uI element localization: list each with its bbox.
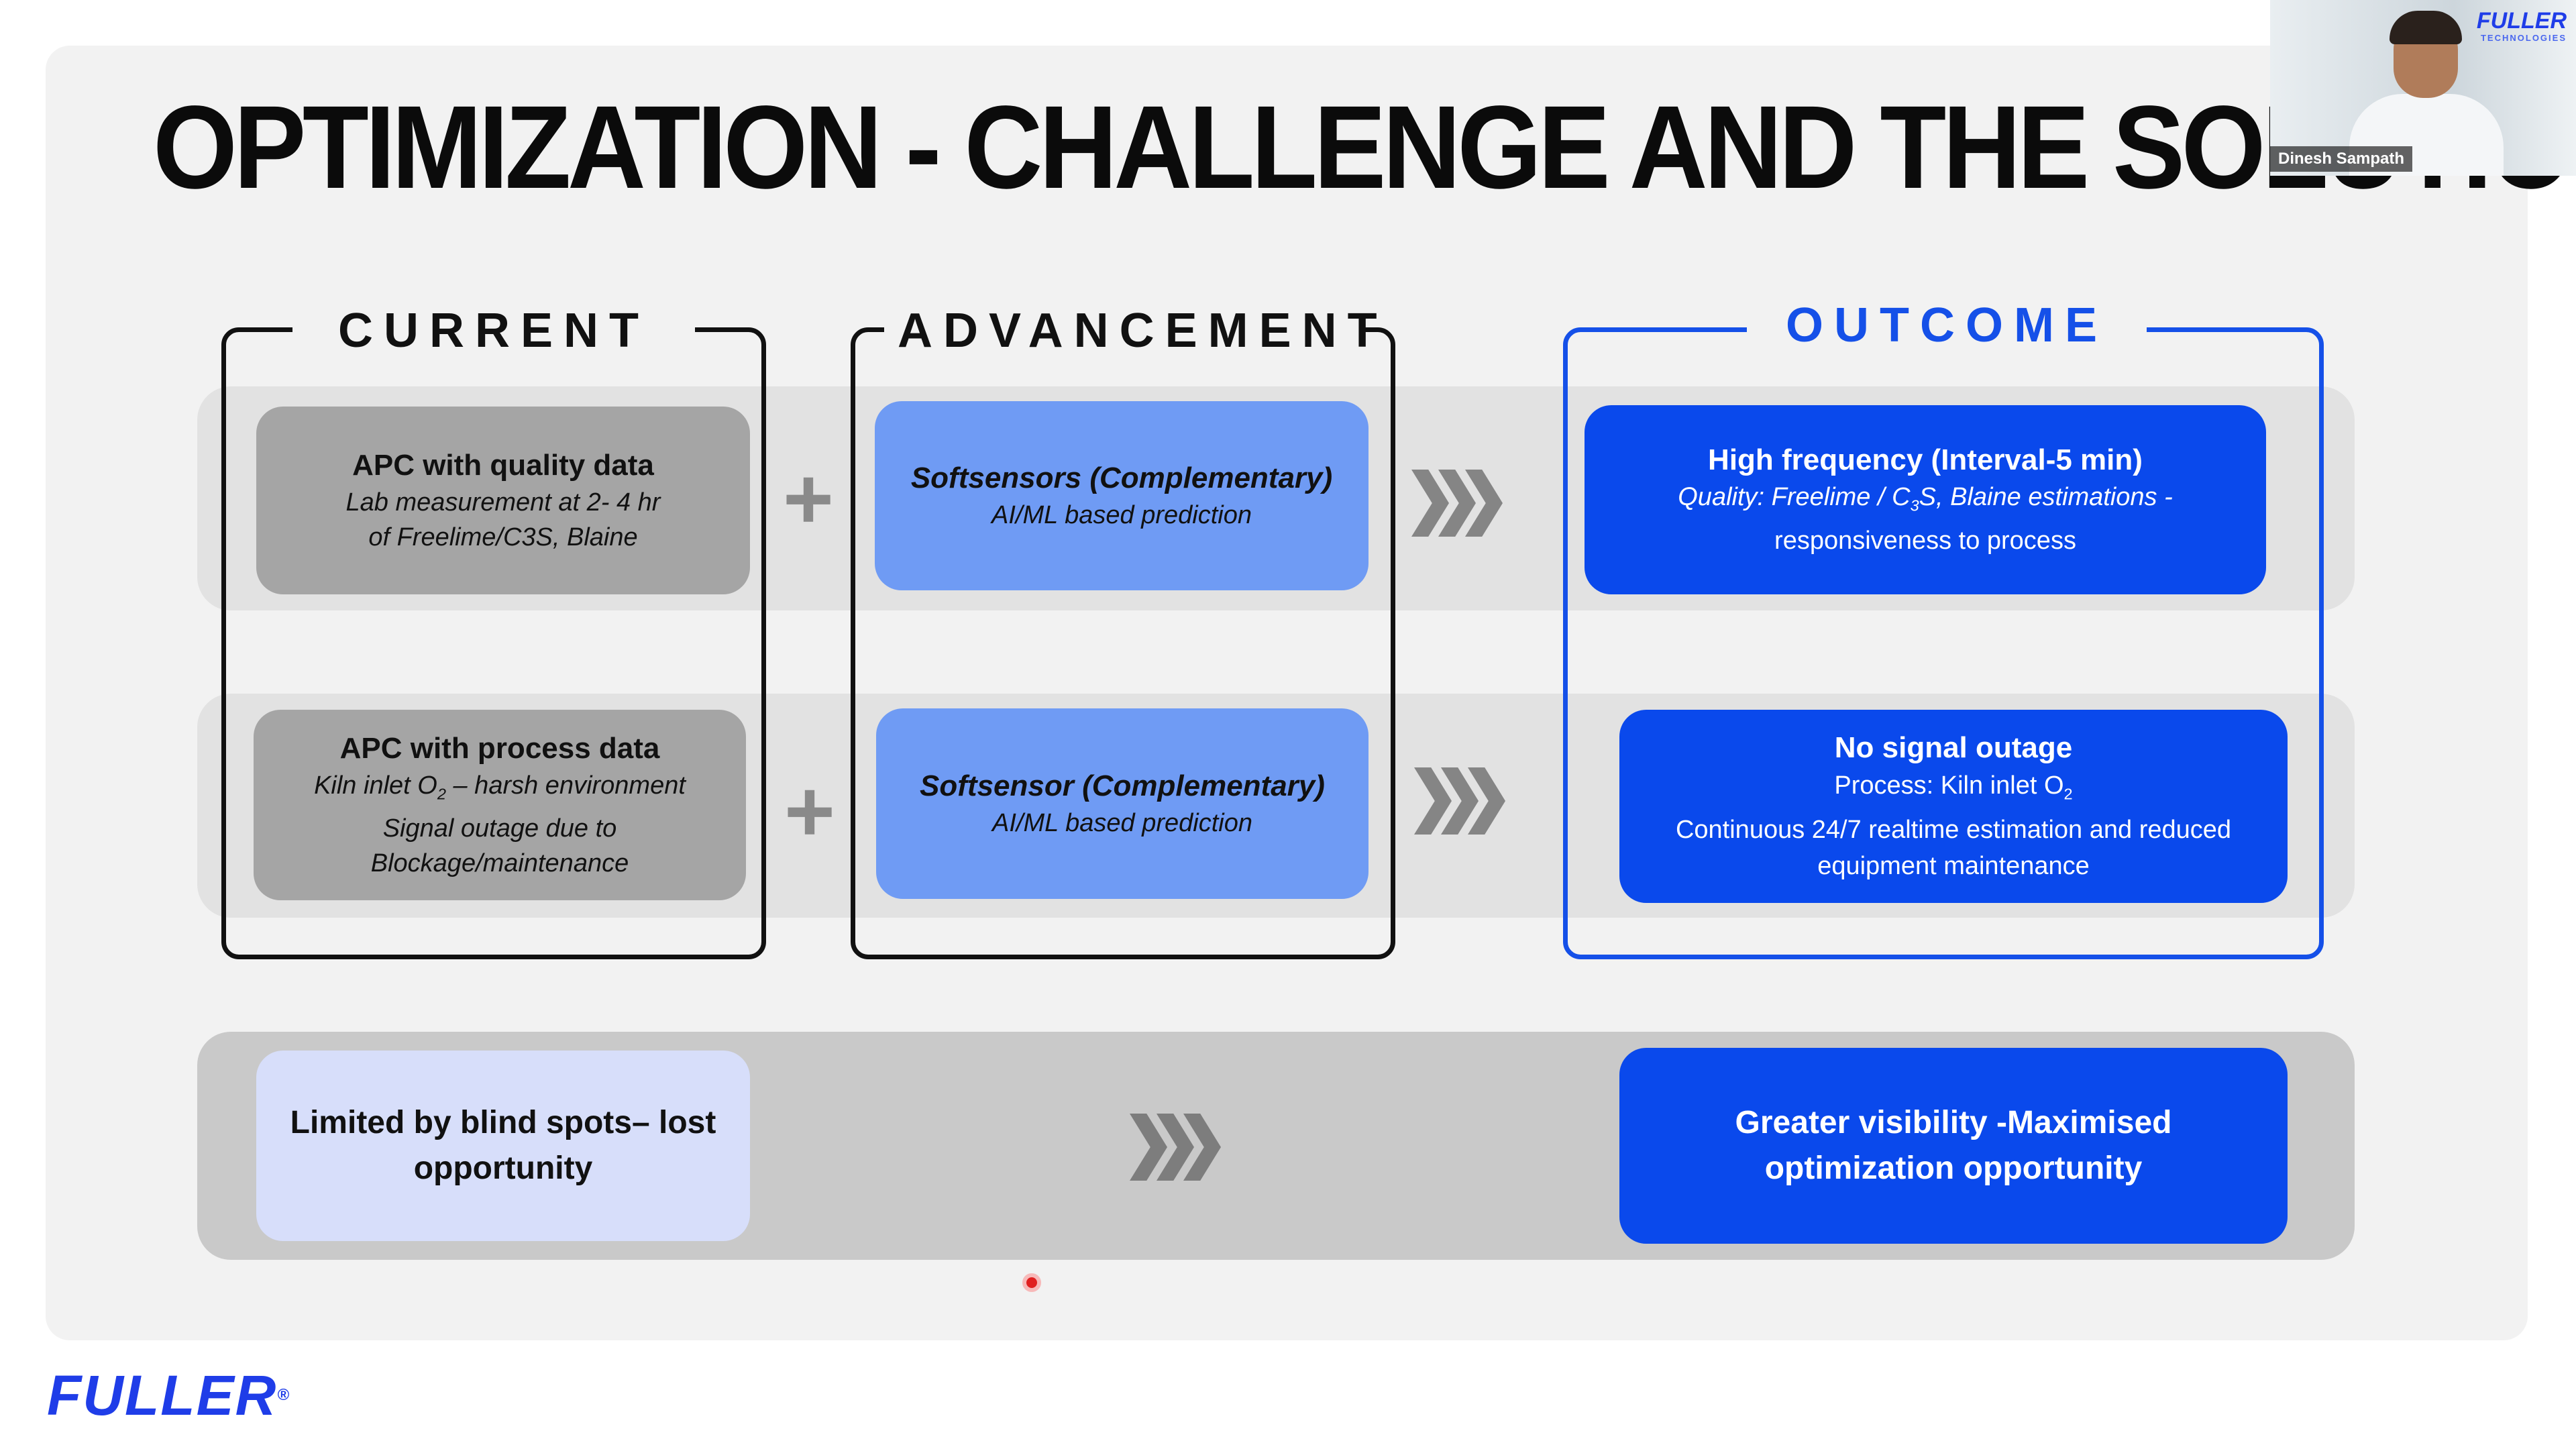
plus-icon: + (784, 762, 835, 860)
pointer-dot-icon (1022, 1273, 1041, 1292)
slide-title: OPTIMIZATION - CHALLENGE AND THE SOLUTIO… (153, 82, 2576, 213)
outcome-header: OUTCOME (1747, 295, 2147, 356)
high-frequency-line1: Quality: Freelime / C3S, Blaine estimati… (1678, 482, 2173, 515)
no-signal-outage-line1: Process: Kiln inlet O2 (1834, 771, 2073, 803)
current-process-line2: Signal outage due to (382, 814, 617, 843)
chevrons-right-icon (1414, 767, 1505, 835)
high-frequency-title: High frequency (Interval-5 min) (1708, 443, 2143, 476)
chevrons-right-icon (1130, 1114, 1221, 1181)
high-frequency-line2: responsiveness to process (1774, 527, 2076, 555)
plus-icon: + (783, 449, 834, 547)
no-signal-outage-title: No signal outage (1834, 731, 2073, 764)
current-process-card: APC with process data Kiln inlet O2 – ha… (254, 710, 746, 900)
greater-visibility-card: Greater visibility -Maximised optimizati… (1619, 1048, 2288, 1244)
greater-visibility-line2: optimization opportunity (1764, 1150, 2143, 1186)
participant-name-label: Dinesh Sampath (2270, 146, 2413, 172)
softsensors-sub: AI/ML based prediction (991, 501, 1252, 529)
current-process-line1: Kiln inlet O2 – harsh environment (314, 771, 686, 803)
blind-spots-line1: Limited by blind spots– lost (290, 1105, 716, 1140)
current-quality-title: APC with quality data (352, 449, 654, 482)
current-quality-card: APC with quality data Lab measurement at… (256, 407, 750, 594)
softsensor-sub: AI/ML based prediction (992, 809, 1252, 837)
no-signal-outage-line3: equipment maintenance (1817, 852, 2090, 881)
current-process-line3: Blockage/maintenance (370, 849, 629, 878)
current-quality-line1: Lab measurement at 2- 4 hr (345, 488, 661, 517)
advancement-header: ADVANCEMENT (884, 301, 1377, 361)
high-frequency-card: High frequency (Interval-5 min) Quality:… (1585, 405, 2266, 594)
no-signal-outage-card: No signal outage Process: Kiln inlet O2 … (1619, 710, 2288, 903)
fuller-logo: FULLER® (47, 1364, 290, 1427)
greater-visibility-line1: Greater visibility -Maximised (1735, 1105, 2172, 1140)
softsensors-card: Softsensors (Complementary) AI/ML based … (875, 401, 1368, 590)
softsensor-title: Softsensor (Complementary) (920, 769, 1325, 802)
current-process-title: APC with process data (339, 731, 660, 765)
participant-hair (2390, 11, 2462, 44)
current-quality-line2: of Freelime/C3S, Blaine (368, 523, 638, 551)
blind-spots-line2: opportunity (413, 1150, 593, 1186)
no-signal-outage-line2: Continuous 24/7 realtime estimation and … (1675, 816, 2232, 845)
chevrons-right-icon (1411, 470, 1503, 537)
softsensor-card: Softsensor (Complementary) AI/ML based p… (876, 708, 1368, 899)
softsensors-title: Softsensors (Complementary) (910, 462, 1333, 494)
blind-spots-card: Limited by blind spots– lost opportunity (256, 1051, 750, 1241)
current-header: CURRENT (292, 301, 695, 361)
